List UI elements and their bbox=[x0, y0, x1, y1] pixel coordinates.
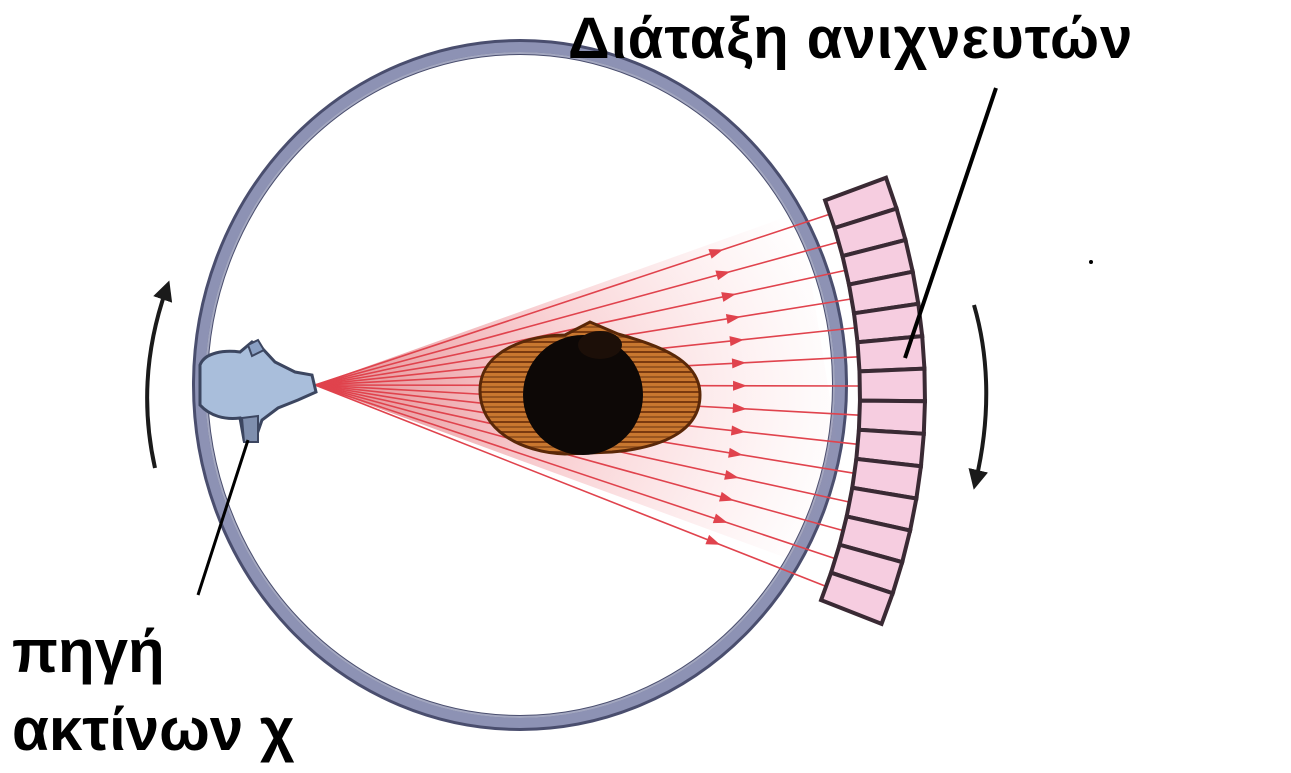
xray-source-label-line2: ακτίνων χ bbox=[12, 700, 294, 760]
detector-array-label: Διάταξη ανιχνευτών bbox=[568, 10, 1133, 68]
scan-speck bbox=[1089, 260, 1093, 264]
rotation-arrow-down-icon bbox=[974, 305, 986, 480]
detector-leader-line bbox=[905, 88, 996, 358]
rotation-arrow-up-icon bbox=[147, 290, 166, 468]
xray-ray-arrowhead bbox=[705, 535, 720, 545]
xray-source-label-line1: πηγή bbox=[12, 622, 165, 682]
detector-cell bbox=[860, 369, 925, 402]
detector-cell bbox=[858, 336, 925, 371]
xray-tube-icon bbox=[200, 340, 316, 442]
